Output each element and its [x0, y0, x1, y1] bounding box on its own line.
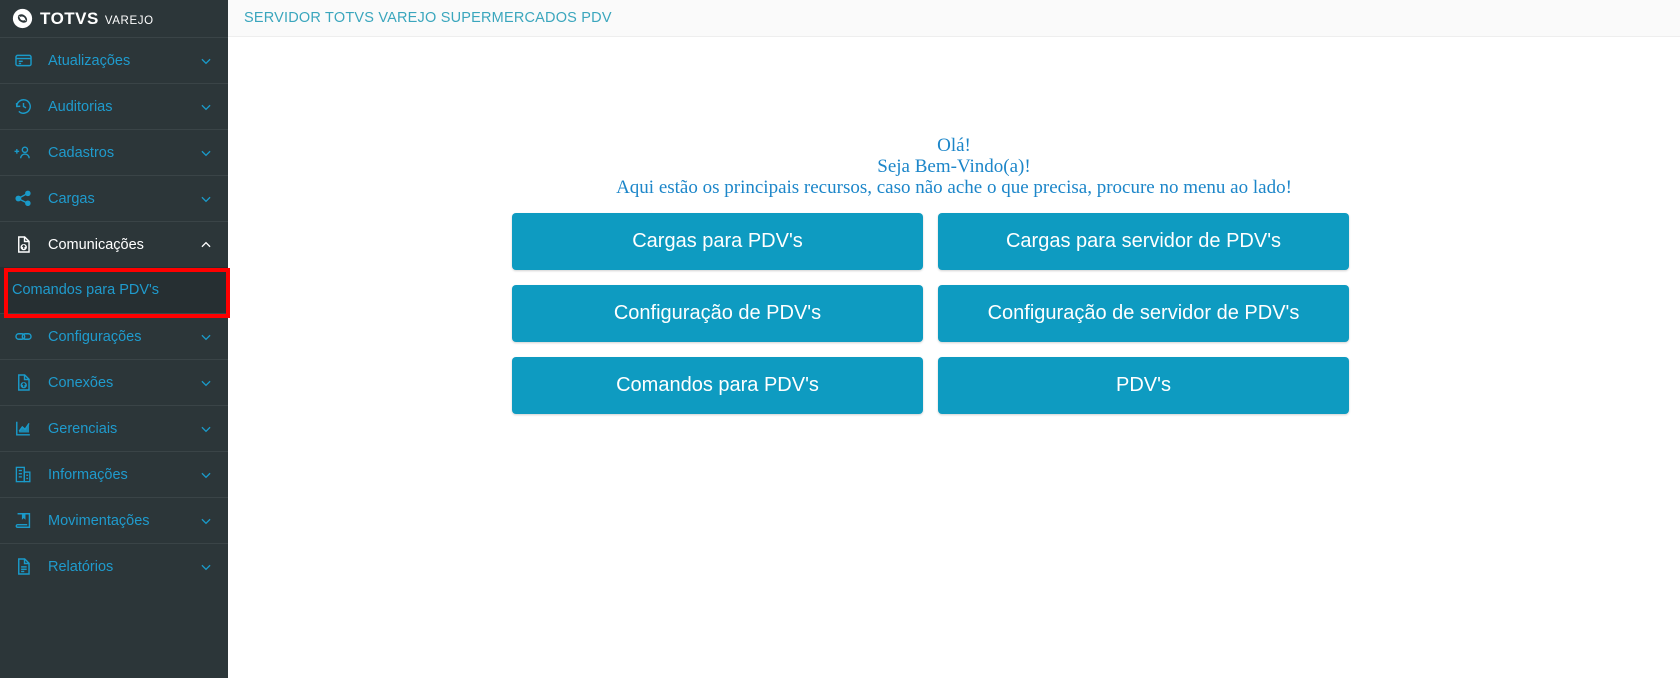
welcome-line-3: Aqui estão os principais recursos, caso … [616, 177, 1292, 198]
chevron-down-icon[interactable] [198, 192, 214, 206]
history-clock-icon [12, 96, 34, 118]
tile-pdvs[interactable]: PDV's [938, 357, 1349, 414]
tile-configuracao-de-servidor-de-pdvs[interactable]: Configuração de servidor de PDV's [938, 285, 1349, 342]
sidebar-item-comunicacoes[interactable]: Comunicações [0, 221, 228, 267]
tile-configuracao-de-pdvs[interactable]: Configuração de PDV's [512, 285, 923, 342]
tile-comandos-para-pdvs[interactable]: Comandos para PDV's [512, 357, 923, 414]
sidebar: TOTVS VAREJO Atualizações [0, 0, 230, 678]
sidebar-subitem-comandos-para-pdvs[interactable]: Comandos para PDV's [0, 267, 228, 313]
brand-name: TOTVS [40, 8, 99, 28]
welcome-line-2: Seja Bem-Vindo(a)! [877, 156, 1031, 177]
chevron-down-icon[interactable] [198, 100, 214, 114]
sidebar-item-informacoes[interactable]: Informações [0, 451, 228, 497]
building-info-icon [12, 464, 34, 486]
sidebar-menu: Atualizações Auditorias [0, 37, 228, 589]
chevron-down-icon[interactable] [198, 560, 214, 574]
chevron-down-icon[interactable] [198, 422, 214, 436]
file-upload-icon [12, 372, 34, 394]
book-bookmark-icon [12, 510, 34, 532]
chevron-down-icon[interactable] [198, 514, 214, 528]
sidebar-item-cargas[interactable]: Cargas [0, 175, 228, 221]
sidebar-item-auditorias[interactable]: Auditorias [0, 83, 228, 129]
sidebar-item-gerenciais[interactable]: Gerenciais [0, 405, 228, 451]
brand-logo[interactable]: TOTVS VAREJO [0, 0, 228, 37]
top-header-bar: SERVIDOR TOTVS VAREJO SUPERMERCADOS PDV [228, 0, 1680, 37]
sidebar-item-label: Atualizações [48, 52, 131, 69]
chevron-down-icon[interactable] [198, 330, 214, 344]
chevron-up-icon[interactable] [198, 238, 214, 252]
tile-cargas-para-servidor-de-pdvs[interactable]: Cargas para servidor de PDV's [938, 213, 1349, 270]
chevron-down-icon[interactable] [198, 376, 214, 390]
brand-text: TOTVS VAREJO [40, 9, 154, 29]
sidebar-item-movimentacoes[interactable]: Movimentações [0, 497, 228, 543]
main-area: SERVIDOR TOTVS VAREJO SUPERMERCADOS PDV … [228, 0, 1680, 678]
brand-sub: VAREJO [104, 14, 154, 27]
sidebar-item-label: Movimentações [48, 512, 150, 529]
sidebar-item-cadastros[interactable]: Cadastros [0, 129, 228, 175]
sidebar-item-label: Conexões [48, 374, 114, 391]
content-area: Olá! Seja Bem-Vindo(a)! Aqui estão os pr… [228, 37, 1680, 678]
shortcut-tile-grid: Cargas para PDV's Cargas para servidor d… [512, 213, 1350, 414]
sidebar-item-label: Auditorias [48, 98, 113, 115]
file-upload-icon [12, 234, 34, 256]
sidebar-item-conexoes[interactable]: Conexões [0, 359, 228, 405]
tile-cargas-para-pdvs[interactable]: Cargas para PDV's [512, 213, 923, 270]
sidebar-item-configuracoes[interactable]: Configurações [0, 313, 228, 359]
sidebar-item-relatorios[interactable]: Relatórios [0, 543, 228, 589]
sidebar-subitem-label: Comandos para PDV's [12, 282, 160, 298]
page-title: SERVIDOR TOTVS VAREJO SUPERMERCADOS PDV [244, 10, 612, 26]
add-user-icon [12, 142, 34, 164]
sidebar-item-label: Relatórios [48, 558, 114, 575]
link-chain-icon [12, 326, 34, 348]
sidebar-item-label: Informações [48, 466, 128, 483]
sidebar-item-label: Comunicações [48, 236, 144, 253]
welcome-line-1: Olá! [937, 135, 971, 156]
sidebar-item-label: Gerenciais [48, 420, 118, 437]
sidebar-item-label: Cargas [48, 190, 95, 207]
chevron-down-icon[interactable] [198, 54, 214, 68]
chart-line-icon [12, 418, 34, 440]
chevron-down-icon[interactable] [198, 146, 214, 160]
sidebar-item-label: Configurações [48, 328, 142, 345]
sidebar-item-label: Cadastros [48, 144, 115, 161]
card-update-icon [12, 50, 34, 72]
chevron-down-icon[interactable] [198, 468, 214, 482]
share-nodes-icon [12, 188, 34, 210]
welcome-message: Olá! Seja Bem-Vindo(a)! Aqui estão os pr… [228, 135, 1680, 198]
totvs-logo-icon [12, 8, 33, 29]
sidebar-item-atualizacoes[interactable]: Atualizações [0, 37, 228, 83]
document-lines-icon [12, 556, 34, 578]
